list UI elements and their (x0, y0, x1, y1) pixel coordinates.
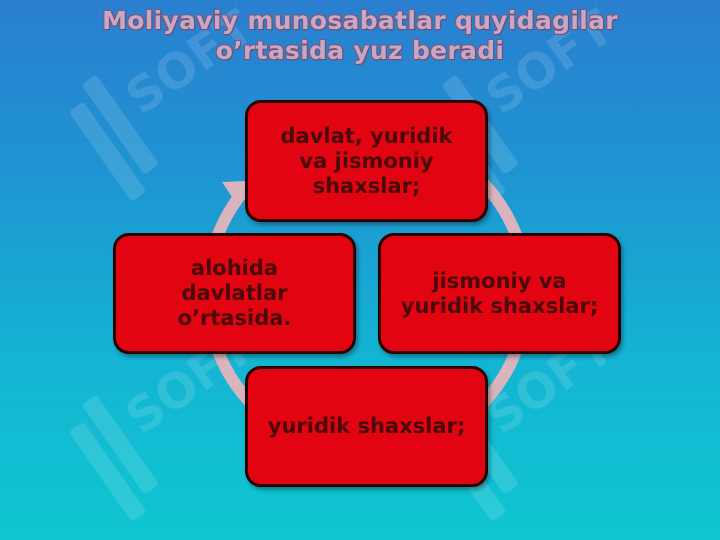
slide-title-line-1: Moliyaviy munosabatlar quyidagilar (102, 6, 618, 35)
cycle-item-between-states: alohida davlatlar o’rtasida. (113, 233, 356, 354)
cycle-item-state-legal-individuals: davlat, yuridik va jismoniy shaxslar; (245, 100, 488, 222)
cycle-item-individuals-legal: jismoniy va yuridik shaxslar; (378, 233, 621, 354)
cycle-item-label: alohida davlatlar o’rtasida. (177, 256, 292, 330)
slide-title-line-2: o’rtasida yuz beradi (215, 36, 505, 65)
cycle-item-label: jismoniy va yuridik shaxslar; (400, 268, 599, 318)
cycle-item-legal-entities: yuridik shaxslar; (245, 366, 488, 487)
cycle-arrowhead-icon (222, 181, 245, 200)
cycle-item-label: davlat, yuridik va jismoniy shaxslar; (280, 123, 453, 198)
slide-title: Moliyaviy munosabatlar quyidagilar o’rta… (60, 6, 660, 66)
cycle-item-label: yuridik shaxslar; (267, 414, 466, 438)
